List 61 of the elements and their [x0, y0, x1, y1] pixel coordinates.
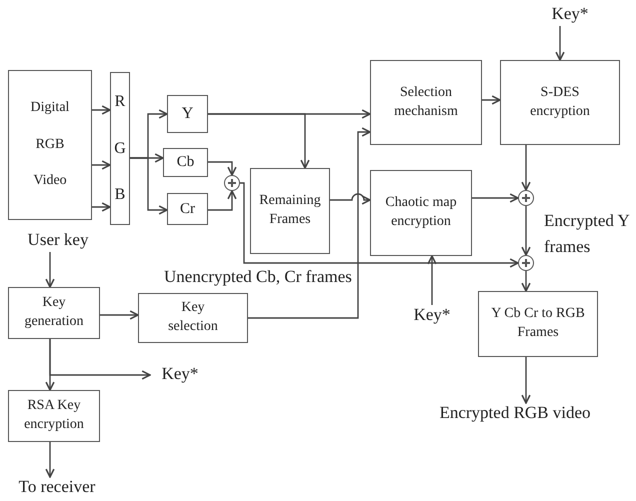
process-box: [250, 168, 330, 254]
flow-text: User key: [8, 230, 108, 250]
process-box: [8, 70, 92, 220]
process-box: [8, 287, 100, 339]
process-box: [167, 95, 208, 133]
edge-label: Unencrypted Cb, Cr frames: [162, 267, 354, 287]
process-box: [370, 170, 472, 256]
box-text: S-DES encryption: [529, 84, 591, 120]
adder-circle: [518, 255, 534, 271]
note-text: Encrypted Y frames: [544, 210, 630, 258]
process-box: [163, 148, 208, 177]
box-text: Key selection: [167, 299, 219, 336]
adder-circle: [518, 190, 534, 206]
channel-bar: [110, 72, 130, 225]
flow-text: To receiver: [2, 477, 112, 498]
process-box: [370, 60, 482, 145]
flow-text: Key*: [538, 4, 602, 24]
process-box: [8, 390, 100, 442]
arrow: [555, 26, 565, 61]
process-box: [138, 293, 248, 343]
box-text: RSA Key encryption: [23, 397, 85, 434]
process-box: [478, 291, 598, 357]
arrow: [521, 206, 531, 256]
box-text: Key generation: [23, 294, 85, 331]
box-text: Remaining Frames: [258, 192, 322, 229]
arrow: [208, 161, 237, 176]
channel-letter: G: [114, 138, 126, 159]
arrow: [521, 357, 531, 404]
arrow: [92, 202, 111, 212]
arrow: [45, 442, 55, 478]
arrow: [521, 145, 531, 191]
arrow: [482, 95, 501, 105]
arrow: [208, 190, 237, 211]
arrow: [49, 339, 151, 380]
arrow: [427, 255, 437, 305]
arrow: [248, 127, 371, 319]
arrow: [521, 271, 531, 292]
channel-letter: R: [114, 92, 126, 112]
arrow: [100, 310, 139, 320]
box-text: Digital RGB Video: [30, 99, 70, 190]
arrow: [330, 193, 371, 205]
channel-letter: B: [114, 185, 126, 206]
box-text: Y Cb Cr to RGB Frames: [490, 305, 586, 342]
arrow: [92, 160, 111, 170]
box-text: Y: [182, 104, 194, 124]
flow-text: Key*: [150, 364, 210, 384]
arrow: [208, 113, 310, 169]
arrow: [472, 193, 519, 203]
box-text: Cr: [180, 200, 195, 219]
box-text: Selection mechanism: [393, 84, 459, 120]
box-text: Chaotic map encryption: [384, 194, 458, 231]
box-text: Cb: [176, 153, 194, 172]
arrow: [92, 105, 111, 115]
process-box: [500, 60, 620, 145]
arrow: [45, 252, 55, 288]
arrow: [130, 157, 168, 215]
flow-text: Encrypted RGB video: [408, 403, 622, 424]
flow-text: Key*: [402, 305, 462, 326]
process-box: [167, 193, 208, 225]
arrow: [240, 182, 519, 268]
adder-circle: [224, 175, 240, 191]
